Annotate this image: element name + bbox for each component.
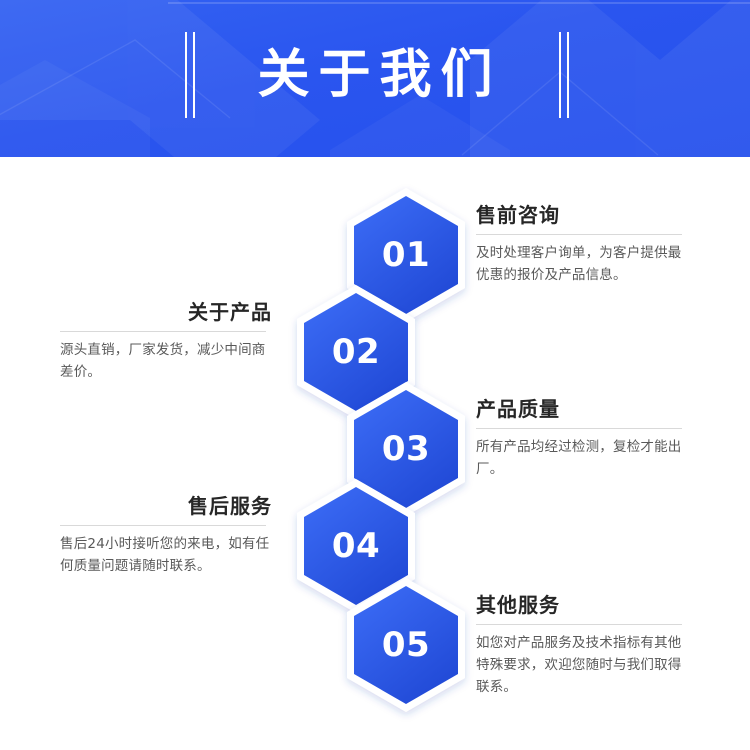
step-divider: [60, 525, 266, 526]
step-divider: [476, 234, 682, 235]
step-description: 如您对产品服务及技术指标有其他特殊要求，欢迎您随时与我们取得联系。: [476, 635, 682, 695]
hexagon-icon: [297, 479, 415, 613]
step-text-block: 其他服务 如您对产品服务及技术指标有其他特殊要求，欢迎您随时与我们取得联系。: [476, 591, 688, 698]
hexagon-icon: [297, 285, 415, 419]
banner-decoration-left-icon: [185, 32, 199, 118]
page-title: 关于我们: [257, 45, 502, 105]
service-steps-list: 01 售前咨询 及时处理客户询单，为客户提供最优惠的报价及产品信息。 02 关于…: [0, 157, 750, 750]
banner-top-hairline: [168, 2, 750, 4]
step-hexagon-badge: 02: [295, 284, 417, 420]
list-item: 05 其他服务 如您对产品服务及技术指标有其他特殊要求，欢迎您随时与我们取得联系…: [0, 577, 750, 717]
step-text-block: 售前咨询 及时处理客户询单，为客户提供最优惠的报价及产品信息。: [476, 201, 688, 286]
step-number: 02: [331, 332, 381, 372]
step-divider: [476, 624, 682, 625]
step-hexagon-badge: 05: [345, 577, 467, 713]
step-divider: [476, 428, 682, 429]
list-item: 03 产品质量 所有产品均经过检测，复检才能出厂。: [0, 381, 750, 521]
step-title: 关于产品: [188, 300, 272, 324]
hexagon-icon: [347, 188, 465, 322]
step-hexagon-badge: 04: [295, 478, 417, 614]
step-description: 所有产品均经过检测，复检才能出厂。: [476, 439, 682, 477]
banner-decoration-right-icon: [559, 32, 573, 118]
step-title: 售前咨询: [476, 203, 560, 227]
list-item: 04 售后服务 售后24小时接听您的来电，如有任何质量问题请随时联系。: [0, 478, 750, 618]
list-item: 02 关于产品 源头直销，厂家发货，减少中间商差价。: [0, 284, 750, 424]
step-text-block: 售后服务 售后24小时接听您的来电，如有任何质量问题请随时联系。: [60, 492, 272, 577]
list-item: 01 售前咨询 及时处理客户询单，为客户提供最优惠的报价及产品信息。: [0, 187, 750, 327]
step-title: 售后服务: [188, 494, 272, 518]
step-description: 源头直销，厂家发货，减少中间商差价。: [60, 342, 266, 380]
step-number: 01: [381, 235, 431, 275]
hexagon-icon: [347, 382, 465, 516]
hexagon-icon: [347, 578, 465, 712]
step-hexagon-badge: 03: [345, 381, 467, 517]
page-header-banner: 关于我们: [0, 0, 750, 157]
step-title: 其他服务: [476, 593, 560, 617]
banner-geometric-pattern-icon: [0, 0, 750, 157]
step-description: 及时处理客户询单，为客户提供最优惠的报价及产品信息。: [476, 245, 682, 283]
step-title: 产品质量: [476, 397, 560, 421]
step-number: 03: [381, 429, 431, 469]
step-number: 05: [381, 625, 431, 665]
step-hexagon-badge: 01: [345, 187, 467, 323]
step-text-block: 关于产品 源头直销，厂家发货，减少中间商差价。: [60, 298, 272, 383]
step-divider: [60, 331, 266, 332]
step-text-block: 产品质量 所有产品均经过检测，复检才能出厂。: [476, 395, 688, 480]
step-number: 04: [331, 526, 381, 566]
step-description: 售后24小时接听您的来电，如有任何质量问题请随时联系。: [60, 536, 270, 574]
